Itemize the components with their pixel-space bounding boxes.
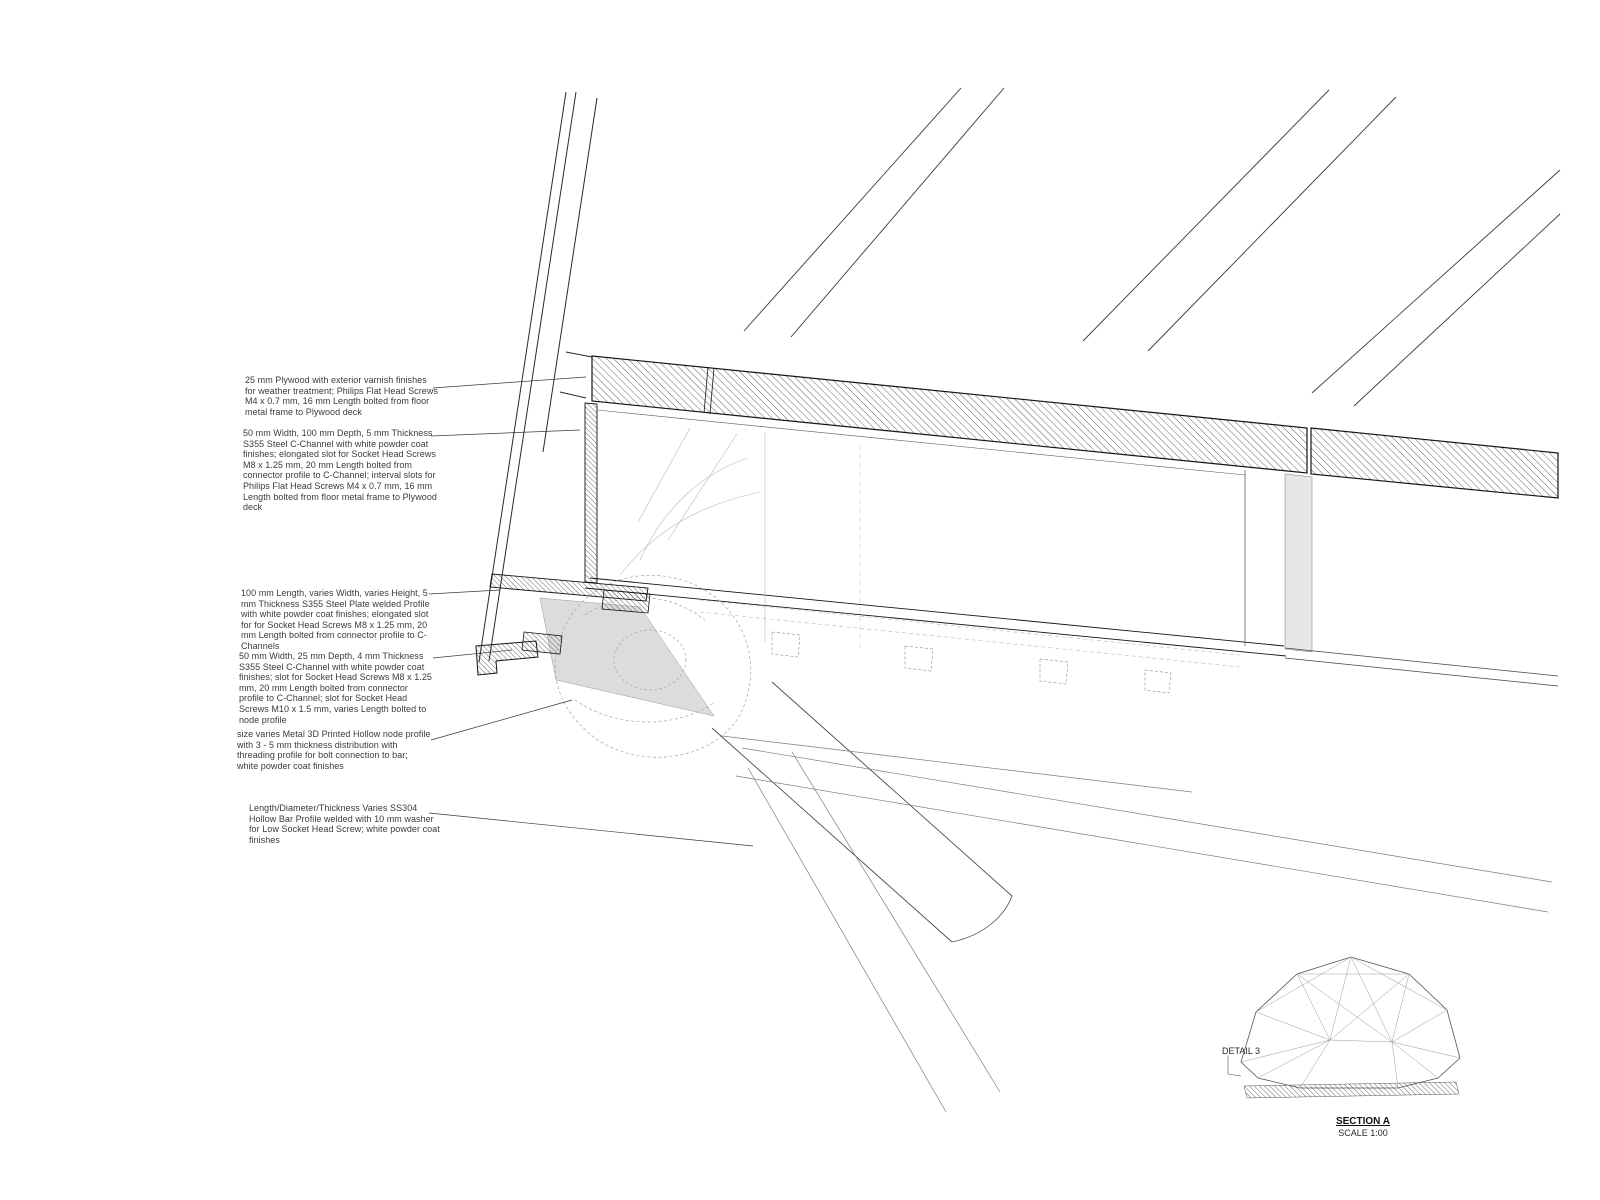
background-bars <box>721 735 1553 1113</box>
keyplan-detail-label: DETAIL 3 <box>1222 1046 1261 1056</box>
key-plan-triangulation <box>1240 956 1461 1089</box>
key-plan-leader <box>1227 1056 1242 1077</box>
annotation-hollow-bar: Length/Diameter/Thickness Varies SS304 H… <box>249 803 440 845</box>
floor-c-channel <box>584 402 1559 687</box>
section-title: SECTION A <box>1335 1116 1391 1127</box>
printed-node <box>554 574 752 758</box>
leader-lines <box>428 376 754 847</box>
annotation-lower-c-channel: 50 mm Width, 25 mm Depth, 4 mm Thickness… <box>239 651 432 725</box>
connector-assembly <box>475 573 715 717</box>
plywood-deck <box>591 355 1559 499</box>
hollow-bar <box>711 681 1013 943</box>
scale-label: SCALE 1:00 <box>1338 1128 1388 1138</box>
bottom-brackets <box>771 631 1172 694</box>
hidden-lines <box>619 427 1241 668</box>
annotation-plywood-deck: 25 mm Plywood with exterior varnish fini… <box>245 375 438 417</box>
key-plan <box>1227 956 1461 1099</box>
annotation-printed-node: size varies Metal 3D Printed Hollow node… <box>237 729 431 771</box>
annotation-floor-c-channel: 50 mm Width, 100 mm Depth, 5 mm Thicknes… <box>243 428 437 513</box>
upper-bars <box>743 87 1561 407</box>
facade-edge-lines <box>478 91 598 663</box>
annotation-steel-plate-connector: 100 mm Length, varies Width, varies Heig… <box>241 588 430 651</box>
